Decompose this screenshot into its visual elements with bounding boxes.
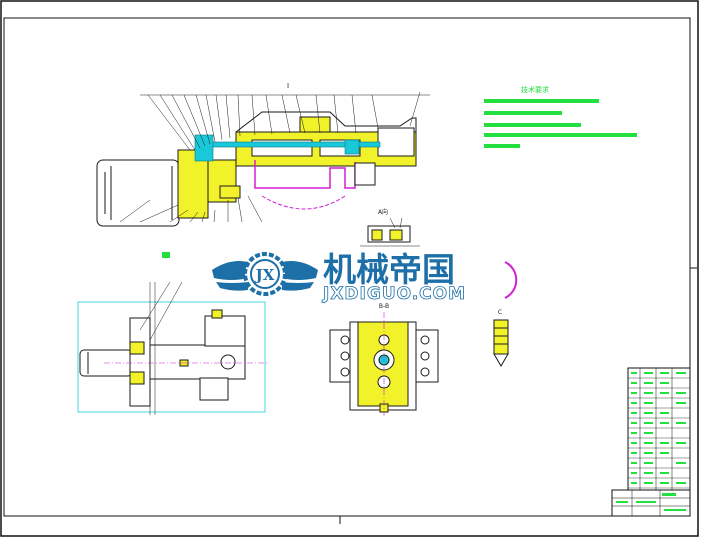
inner-frame bbox=[3, 17, 691, 517]
motor-body bbox=[96, 159, 180, 227]
view-marker bbox=[162, 252, 170, 258]
outer-frame bbox=[0, 0, 699, 537]
tech-notes-heading: 技术要求 bbox=[521, 85, 549, 94]
technical-notes: 技术要求 bbox=[484, 85, 637, 148]
pallet-frame bbox=[254, 160, 356, 189]
tech-note-line-4 bbox=[484, 133, 637, 137]
gearbox-housing bbox=[177, 149, 209, 219]
part-number-leaders-bottom bbox=[119, 195, 263, 223]
watermark-chinese-text: 机械帝国 bbox=[323, 250, 455, 289]
partial-gear bbox=[504, 261, 518, 299]
tech-note-line-1 bbox=[484, 99, 599, 103]
section-view-b: B-B bbox=[329, 303, 439, 416]
svg-text:C: C bbox=[498, 309, 502, 316]
plan-view bbox=[77, 281, 268, 415]
svg-text:B-B: B-B bbox=[379, 303, 389, 310]
part-number-leaders-top bbox=[140, 91, 430, 151]
left-wing-icon bbox=[212, 261, 248, 280]
watermark-logo: JX 机械帝国 JXDIGUO.COM bbox=[212, 250, 466, 304]
tech-note-line-3 bbox=[484, 123, 581, 127]
logo-letters: JX bbox=[254, 266, 275, 284]
detail-view-a: A向 bbox=[360, 208, 420, 247]
tech-note-line-2 bbox=[484, 111, 562, 115]
right-wing-icon bbox=[282, 261, 318, 280]
tech-note-line-5 bbox=[484, 144, 520, 148]
main-assembly-view: I bbox=[96, 82, 430, 227]
detail-view-c: C bbox=[493, 309, 509, 367]
section-mark: I bbox=[287, 82, 289, 90]
watermark-english-text: JXDIGUO.COM bbox=[322, 284, 466, 304]
title-block bbox=[611, 367, 691, 517]
svg-text:A向: A向 bbox=[378, 208, 388, 216]
